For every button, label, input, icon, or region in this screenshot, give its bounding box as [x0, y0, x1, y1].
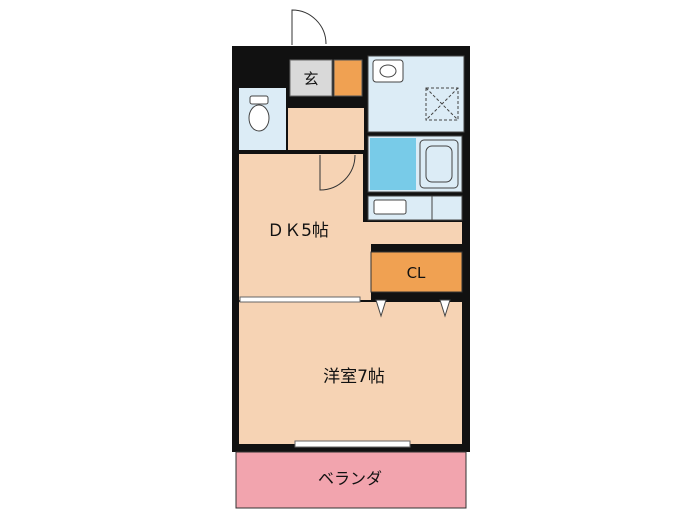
toilet-icon: [248, 95, 270, 132]
dk-floor: [239, 154, 363, 300]
door-icon: [291, 9, 327, 45]
sink-icon: [372, 59, 404, 83]
balcony-window: [294, 440, 411, 448]
closet-label: CL: [407, 264, 426, 282]
western-room-floor: [239, 302, 462, 444]
veranda-label: ベランダ: [318, 469, 382, 488]
partition-sliding-door: [239, 296, 361, 303]
bathtub-icon: [419, 139, 459, 189]
dk-floor-ext: [363, 222, 462, 244]
closet-door-marker: [375, 299, 387, 318]
genkan: [289, 59, 333, 97]
washer-space-icon: [425, 87, 459, 121]
veranda: [235, 451, 467, 509]
dk-floor-ext2: [363, 244, 371, 300]
kitchen-counter-icon: [367, 195, 463, 221]
closet: [370, 251, 463, 293]
shoe-cupboard: [333, 59, 363, 97]
genkan-label: 玄: [303, 70, 318, 88]
western-room-label: 洋室7帖: [323, 367, 385, 387]
dk-label: ＤＫ5帖: [267, 221, 329, 241]
bath-wash-area: [370, 138, 416, 190]
closet-door-marker: [439, 299, 451, 318]
hall-door-icon: [319, 154, 356, 191]
hall-floor: [288, 108, 364, 150]
